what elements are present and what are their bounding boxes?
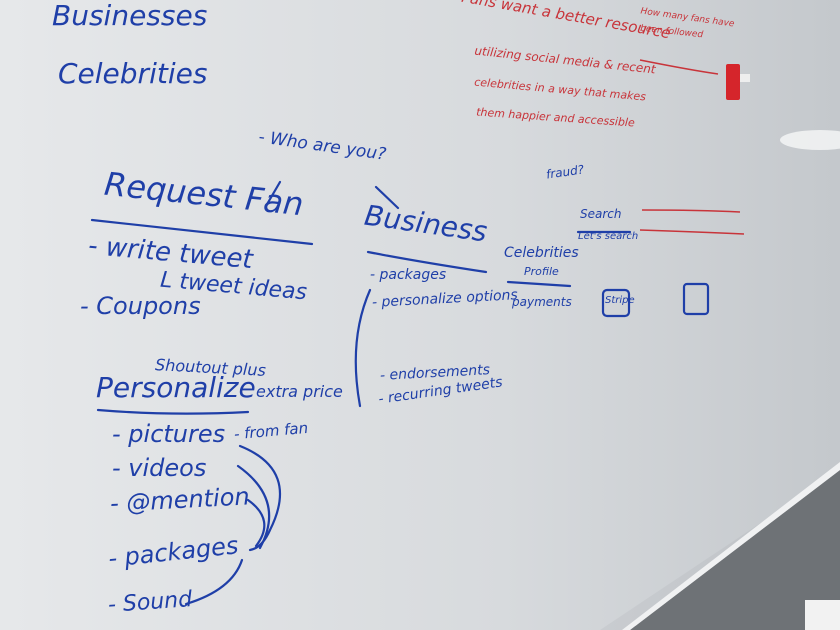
celebrities-heading: Celebrities [504,245,579,261]
search-sub-label: Let's search [578,231,639,242]
videos-item: - videos [112,454,207,482]
fire-alarm-handle [740,74,750,82]
mention-item: - @mention [109,482,251,518]
pictures-item: - pictures [112,420,226,448]
sound-item: - Sound [107,587,193,618]
celebrities-profile-label: Profile [524,265,559,278]
extra-price-note: extra price [256,382,343,401]
table-corner [805,600,840,630]
business-packages-item: - packages [370,267,447,283]
light-glare [780,130,840,150]
stripe-label: Stripe [605,295,635,306]
personalize-heading: Personalize [96,371,256,404]
coupons-item: - Coupons [80,292,201,320]
baseboard [622,462,840,630]
celebrities-label: Celebrities [58,57,208,90]
search-heading: Search [580,207,622,221]
payments-label: payments [512,295,572,309]
businesses-label: Businesses [52,0,208,32]
fire-alarm-icon [726,64,740,100]
